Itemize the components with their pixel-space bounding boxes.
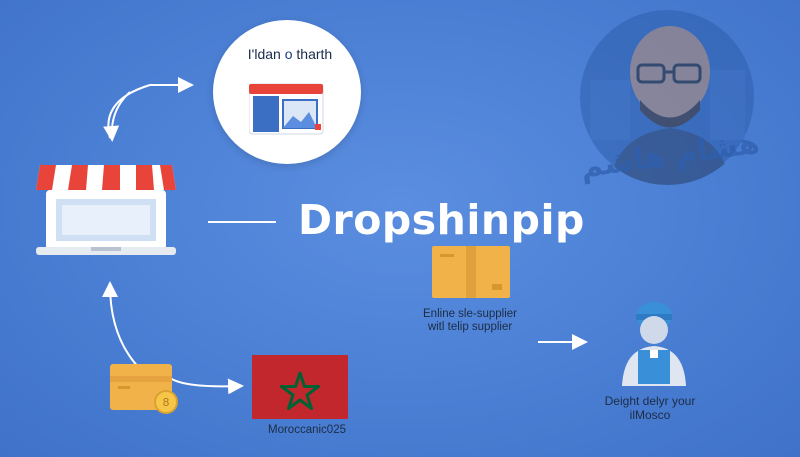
- coin-icon: 8: [154, 390, 178, 418]
- delivery-person-icon: [614, 298, 694, 392]
- morocco-label: Moroccanic025: [268, 424, 346, 436]
- hub-title: I'ldan o tharth: [230, 46, 350, 62]
- supplier-label: Enline sle-supplier witl telip supplier: [405, 308, 535, 334]
- delivery-line-2: ilMosco: [629, 408, 671, 422]
- arrow-box-to-store: [102, 281, 144, 373]
- web-store-icon: [248, 80, 325, 140]
- supplier-line-2: witl telip supplier: [427, 321, 513, 333]
- store-laptop-icon: [36, 155, 176, 264]
- arrow-store-to-hub: [107, 77, 194, 139]
- delivery-label: Deight delyr your ilMosco: [595, 394, 705, 422]
- supplier-box-icon: [432, 246, 512, 304]
- arrow-box-to-flag: [169, 377, 244, 395]
- supplier-line-1: Enline sle-supplier: [423, 308, 517, 320]
- delivery-line-1: Deight delyr your: [604, 394, 696, 408]
- morocco-flag-icon: [252, 355, 348, 423]
- hub-title-right: tharth: [296, 46, 333, 62]
- brand-title: Dropshinpip: [298, 196, 585, 244]
- svg-text:8: 8: [163, 396, 170, 409]
- hub-title-sep: o: [284, 46, 293, 62]
- hub-title-left: I'ldan: [247, 46, 281, 62]
- avatar-watermark: [580, 10, 755, 185]
